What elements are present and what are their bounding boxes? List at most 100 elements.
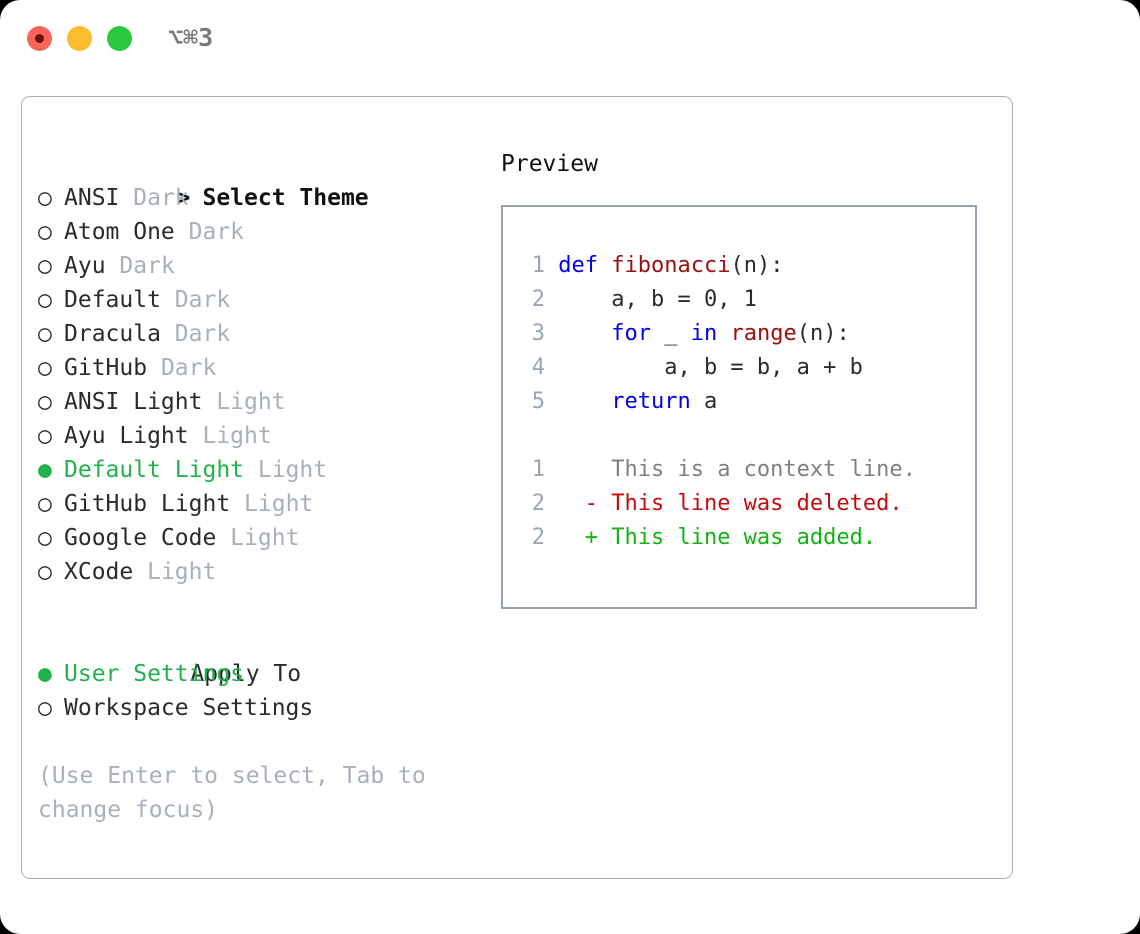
theme-option-ansi[interactable]: ○ ANSI Dark <box>38 181 488 215</box>
theme-option-tag: Light <box>202 423 272 449</box>
theme-option-label: ANSI <box>64 185 120 211</box>
label-gap <box>106 253 120 279</box>
radio-unselected-icon: ○ <box>38 525 52 551</box>
theme-option-google-code[interactable]: ○Google Code Light <box>38 521 488 555</box>
theme-option-label: Default <box>64 287 161 313</box>
label-gap <box>230 491 244 517</box>
code-token: a <box>690 389 718 414</box>
theme-option-list: ○ANSI Dark○Atom One Dark○Ayu Dark○Defaul… <box>38 181 488 589</box>
code-line: 5 return a <box>517 385 975 419</box>
radio-unselected-icon: ○ <box>38 491 52 517</box>
select-theme-heading: >Select Theme <box>38 147 488 211</box>
label-gap <box>161 287 175 313</box>
theme-option-tag: Dark <box>174 321 231 347</box>
line-number: 1 <box>531 457 545 482</box>
label-gap <box>133 559 147 585</box>
theme-option-label: Google Code <box>64 525 217 551</box>
theme-option-tag: Dark <box>174 287 231 313</box>
line-number-gap <box>545 355 558 380</box>
code-token: a, b = 0, 1 <box>558 287 757 312</box>
theme-option-label: Default Light <box>64 457 245 483</box>
line-number-gap <box>545 321 558 346</box>
code-token: for <box>611 321 651 346</box>
apply-to-option-list: ●User Settings ○ Workspace Settings <box>38 657 488 725</box>
radio-unselected-icon: ○ <box>38 389 52 415</box>
theme-option-label: Dracula <box>64 321 161 347</box>
keyboard-shortcut-label: ⌥⌘3 <box>168 23 214 52</box>
theme-option-dracula[interactable]: ○Dracula Dark <box>38 317 488 351</box>
radio-unselected-icon: ○ <box>38 185 52 211</box>
theme-option-label: GitHub Light <box>64 491 231 517</box>
code-line: 1 def fibonacci(n): <box>517 249 975 283</box>
traffic-lights <box>27 26 132 51</box>
theme-option-ansi-light[interactable]: ○ ANSI Light Light <box>38 385 488 419</box>
code-token: in <box>690 321 718 346</box>
line-number: 1 <box>531 253 545 278</box>
theme-option-ayu-light[interactable]: ○Ayu Light Light <box>38 419 488 453</box>
theme-option-default-light[interactable]: ●Default Light Light <box>38 453 488 487</box>
theme-option-tag: Dark <box>119 253 175 279</box>
title-bar: ⌥⌘3 <box>0 0 1140 78</box>
preview-heading: Preview <box>501 151 598 177</box>
code-line: 4 a, b = b, a + b <box>517 351 975 385</box>
theme-option-tag: Light <box>147 559 217 585</box>
theme-selector-panel: >Select Theme ○ANSI Dark○Atom One Dark○A… <box>21 96 1013 879</box>
label-gap <box>119 185 133 211</box>
line-number: 4 <box>531 355 545 380</box>
close-window-button[interactable] <box>27 26 52 51</box>
select-theme-heading-label: Select Theme <box>202 185 369 211</box>
theme-option-default[interactable]: ○ Default Dark <box>38 283 488 317</box>
theme-option-tag: Dark <box>133 185 189 211</box>
line-number: 2 <box>531 287 545 312</box>
line-number: 5 <box>531 389 545 414</box>
code-token: range <box>730 321 797 346</box>
theme-option-tag: Dark <box>160 355 217 381</box>
radio-unselected-icon: ○ <box>38 287 52 313</box>
line-number-gap <box>545 525 558 550</box>
label-gap <box>175 219 189 245</box>
theme-option-label: Ayu <box>64 253 106 279</box>
code-line: 2 a, b = 0, 1 <box>517 283 975 317</box>
code-token: + This line was added. <box>558 525 877 550</box>
radio-unselected-icon: ○ <box>38 219 52 245</box>
theme-option-github-light[interactable]: ○GitHub Light Light <box>38 487 488 521</box>
apply-to-heading-label: Apply To <box>190 661 302 687</box>
line-number-gap <box>545 389 558 414</box>
apply-to-option-user-settings[interactable]: ●User Settings <box>38 657 488 691</box>
code-token: (n): <box>796 321 850 346</box>
radio-selected-icon: ● <box>38 661 52 687</box>
diff-line: 1 This is a context line. <box>517 453 975 487</box>
diff-line: 2 - This line was deleted. <box>517 487 975 521</box>
maximize-window-button[interactable] <box>107 26 132 51</box>
theme-option-github[interactable]: ○ GitHub Dark <box>38 351 488 385</box>
line-number-gap <box>545 457 558 482</box>
diff-sample: 1 This is a context line.2 - This line w… <box>517 453 975 555</box>
radio-unselected-icon: ○ <box>38 559 52 585</box>
theme-option-tag: Light <box>216 389 286 415</box>
code-token: (n): <box>730 253 784 278</box>
theme-option-ayu[interactable]: ○Ayu Dark <box>38 249 488 283</box>
radio-unselected-icon: ○ <box>38 355 52 381</box>
theme-option-tag: Light <box>257 457 328 483</box>
label-gap <box>216 525 230 551</box>
code-token: a, b = b, a + b <box>558 355 863 380</box>
code-token: - This line was deleted. <box>558 491 903 516</box>
apply-to-option-workspace-settings[interactable]: ○ Workspace Settings <box>38 691 488 725</box>
theme-option-xcode[interactable]: ○XCode Light <box>38 555 488 589</box>
theme-option-label: GitHub <box>64 355 148 381</box>
radio-unselected-icon: ○ <box>38 695 52 721</box>
keyboard-hint-text: (Use Enter to select, Tab to change focu… <box>38 763 440 823</box>
theme-option-label: ANSI Light <box>64 389 203 415</box>
line-number: 2 <box>531 491 545 516</box>
apply-to-heading: Apply To <box>38 623 488 687</box>
label-gap <box>147 355 161 381</box>
theme-option-atom-one[interactable]: ○Atom One Dark <box>38 215 488 249</box>
apply-to-option-label: Workspace Settings <box>64 695 314 721</box>
label-gap <box>161 321 175 347</box>
minimize-window-button[interactable] <box>67 26 92 51</box>
code-token <box>558 389 611 414</box>
line-number-gap <box>545 491 558 516</box>
preview-column: Preview 1 def fibonacci(n):2 a, b = 0, 1… <box>501 147 1001 609</box>
code-token <box>717 321 730 346</box>
